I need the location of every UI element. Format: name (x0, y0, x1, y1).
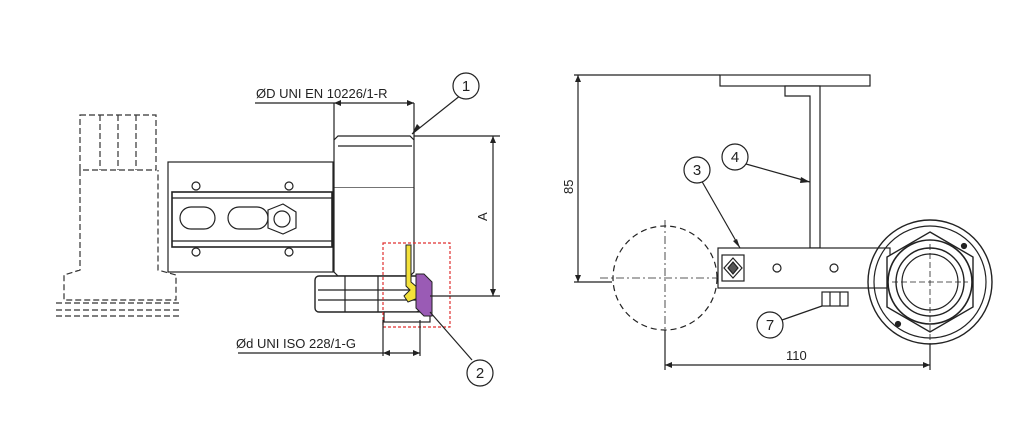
yellow-gasket (403, 244, 419, 303)
svg-text:3: 3 (693, 162, 701, 179)
inner-thread-label: Ød UNI ISO 228/1-G (236, 336, 356, 351)
fitting-body (314, 135, 431, 323)
dimension-110-label: 110 (786, 348, 807, 363)
callout-4: 4 (721, 143, 749, 171)
detail-box (382, 242, 451, 328)
mounting-bracket (167, 161, 334, 273)
leader-line-7 (781, 305, 823, 321)
horizontal-bar (717, 247, 891, 289)
dimension-85-label: 85 (561, 180, 576, 194)
right-view (574, 74, 993, 370)
leader-line-3 (699, 177, 741, 249)
callout-7: 7 (756, 311, 784, 339)
svg-text:1: 1 (462, 78, 470, 95)
leader-line-2 (429, 311, 473, 361)
callout-1: 1 (452, 72, 480, 100)
bolt (821, 291, 849, 307)
svg-text:2: 2 (476, 365, 484, 382)
l-bracket (784, 85, 821, 249)
leader-line-1 (411, 90, 467, 135)
phantom-fitting (56, 114, 180, 317)
outer-thread-label: ØD UNI EN 10226/1-R (256, 86, 388, 101)
top-plate (719, 74, 871, 87)
left-view (56, 90, 500, 361)
leader-line-4 (745, 163, 811, 183)
callout-2: 2 (466, 359, 494, 387)
callout-3: 3 (683, 156, 711, 184)
hex-fitting-front (867, 219, 993, 370)
svg-text:4: 4 (731, 149, 739, 166)
svg-text:7: 7 (766, 317, 774, 334)
dimension-a-label: A (475, 212, 490, 221)
purple-seal (415, 273, 433, 317)
